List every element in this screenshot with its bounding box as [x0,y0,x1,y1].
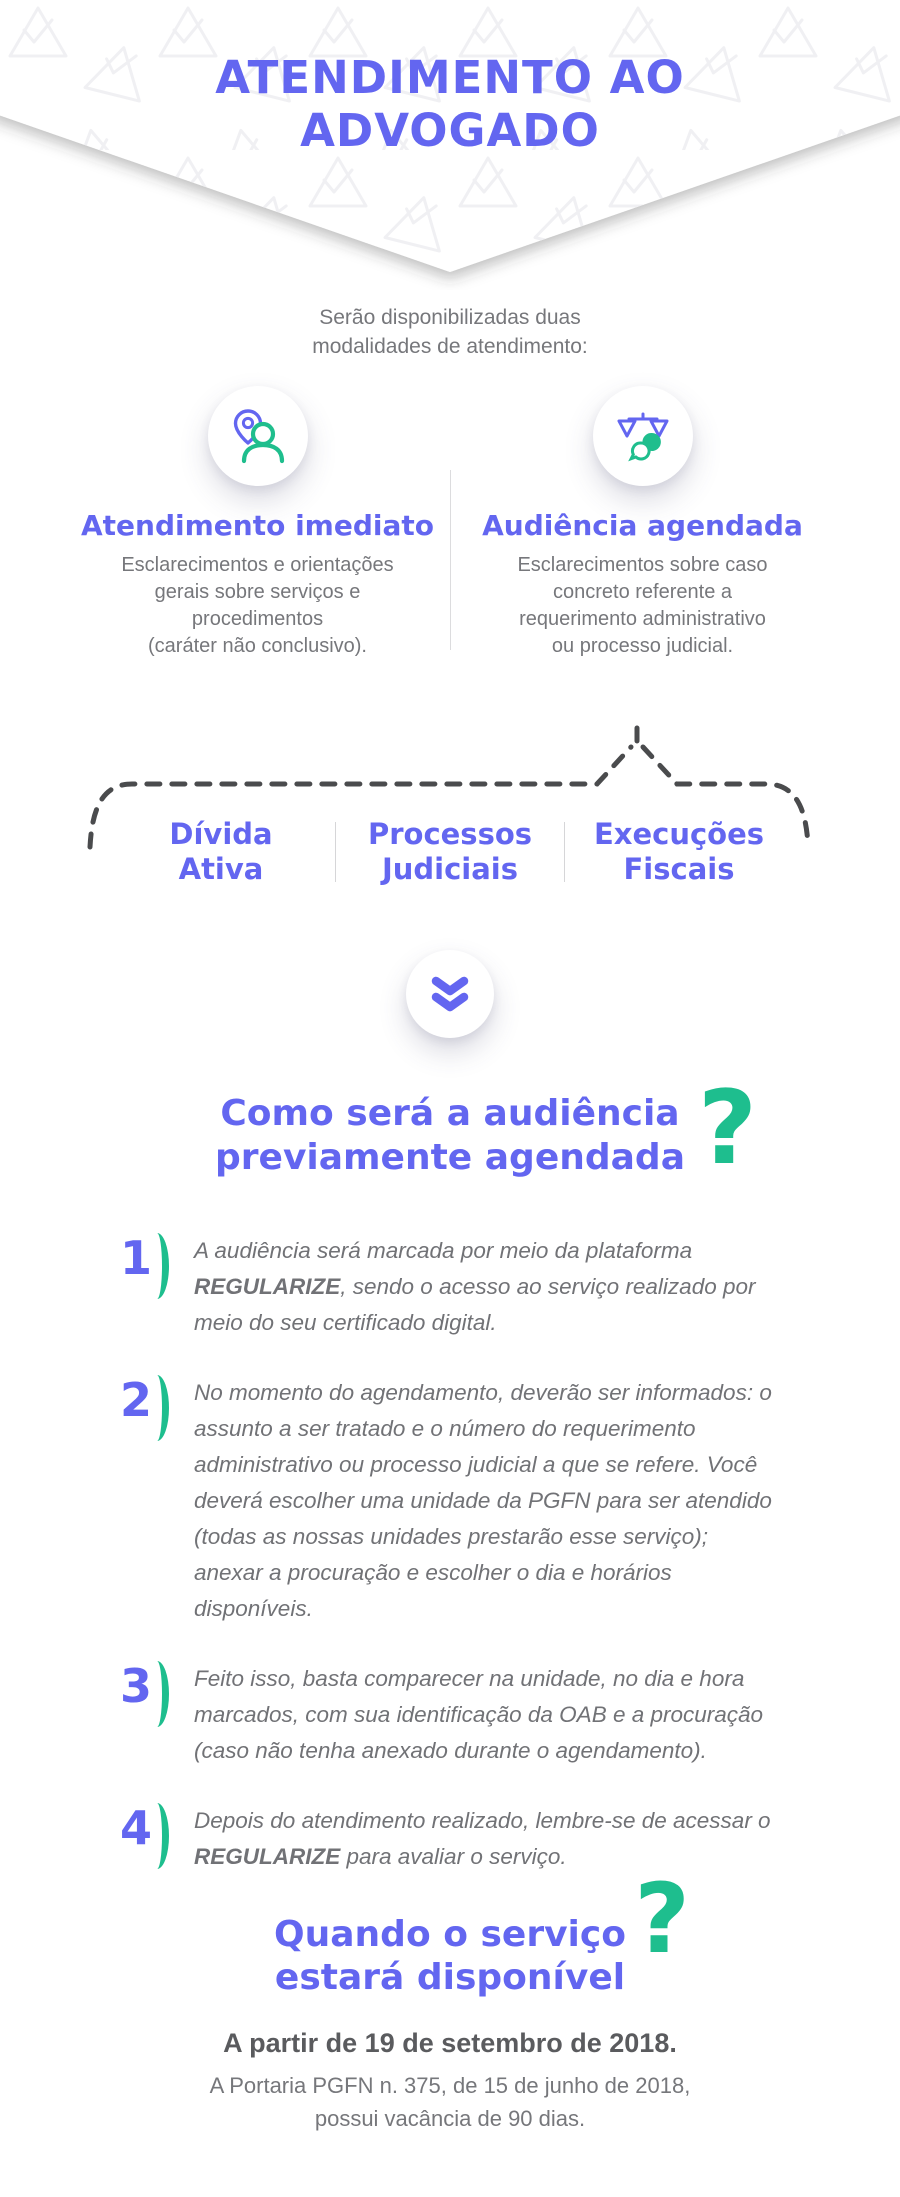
topic-divider [564,821,565,882]
topic-processos-judiciais: Processos Judiciais [336,817,564,885]
availability-date: A partir de 19 de setembro de 2018. [223,2028,677,2059]
step-text-part: , sendo o acesso ao serviço realizado po… [194,1273,756,1335]
step-text-part: Depois do atendimento realizado, lembre-… [194,1807,771,1833]
steps-list: 1 A audiência será marcada por meio da p… [118,1232,782,1875]
topic-line: Processos [367,817,533,852]
how-heading: Como será a audiência previamente agenda… [215,1092,685,1178]
immediate-description: Esclarecimentos e orientações gerais sob… [65,552,450,659]
step-3-number-badge: 3 [118,1660,176,1769]
envelope-flap-background [0,0,900,272]
topics-row: Dívida Ativa Processos Judiciais Execuçõ… [107,817,793,885]
immediate-desc-line: (caráter não conclusivo). [148,634,367,657]
immediate-title: Atendimento imediato [80,508,434,542]
scheduled-description: Esclarecimentos sobre caso concreto refe… [450,552,835,659]
step-2-number-badge: 2 [118,1374,176,1627]
page-title: ATENDIMENTO AO ADVOGADO [0,51,900,157]
how-heading-line2: previamente agendada [215,1136,685,1178]
step-4-text: Depois do atendimento realizado, lembre-… [194,1803,782,1875]
step-4-number-badge: 4 [118,1802,176,1875]
step-3-text: Feito isso, basta comparecer na unidade,… [194,1661,782,1769]
green-paren-icon [145,1232,169,1299]
intro-line1: Serão disponibilizadas duas [319,306,581,329]
topic-execucoes-fiscais: Execuções Fiscais [565,817,793,885]
green-paren-icon [145,1660,169,1727]
immediate-desc-line: procedimentos [191,607,324,630]
when-heading: Quando o serviço estará disponível [274,1913,626,1999]
step-text-part: Feito isso, basta comparecer na unidade,… [194,1665,764,1763]
scheduled-desc-line: concreto referente a [553,580,732,603]
step-1-text: A audiência será marcada por meio da pla… [194,1233,782,1341]
step-2-text: No momento do agendamento, deverão ser i… [194,1375,782,1627]
step-text-part: para avaliar o serviço. [340,1843,567,1869]
how-section: Como será a audiência previamente agenda… [0,1078,900,1180]
green-paren-icon [145,1802,169,1869]
ordinance-note-line2: possui vacância de 90 dias. [314,2106,586,2132]
when-heading-line1: Quando o serviço [274,1913,626,1955]
intro-text: Serão disponibilizadas duas modalidades … [0,304,900,362]
modalities-section: Atendimento imediato Esclarecimentos e o… [0,385,900,659]
green-paren-icon [145,1374,169,1441]
step-1: 1 A audiência será marcada por meio da p… [118,1232,782,1341]
dashed-brace [87,718,811,850]
pin-person-icon [233,409,284,464]
step-text-part: A audiência será marcada por meio da pla… [194,1237,693,1263]
modality-scheduled: Audiência agendada Esclarecimentos sobre… [450,385,835,659]
scheduled-desc-line: ou processo judicial. [551,634,734,657]
step-4: 4 Depois do atendimento realizado, lembr… [118,1802,782,1875]
immediate-icon-circle [207,385,308,486]
step-text-part: No momento do agendamento, deverão ser i… [194,1379,772,1621]
page-title-line1: ATENDIMENTO AO [215,51,685,104]
scheduled-icon-circle [592,385,693,486]
column-divider [450,469,451,650]
scroll-divider-circle [406,950,494,1039]
modality-immediate: Atendimento imediato Esclarecimentos e o… [65,385,450,659]
step-2: 2 No momento do agendamento, deverão ser… [118,1374,782,1627]
ordinance-note: A Portaria PGFN n. 375, de 15 de junho d… [0,2069,900,2135]
ordinance-note-line1: A Portaria PGFN n. 375, de 15 de junho d… [209,2073,691,2099]
hero-header: ATENDIMENTO AO ADVOGADO [0,0,900,290]
scheduled-desc-line: Esclarecimentos sobre caso [517,554,768,577]
double-chevron-down-icon [431,977,469,1012]
topic-line: Ativa [178,851,264,886]
immediate-desc-line: Esclarecimentos e orientações [121,554,394,577]
topic-line: Dívida [169,817,273,852]
scheduled-desc-line: requerimento administrativo [519,607,766,630]
step-3: 3 Feito isso, basta comparecer na unidad… [118,1660,782,1769]
page-title-line2: ADVOGADO [300,103,600,157]
topic-divider [335,821,336,882]
topic-line: Execuções [593,817,765,852]
step-text-bold: REGULARIZE [194,1843,341,1869]
topic-line: Judiciais [381,851,519,886]
when-section: Quando o serviço estará disponível ? A p… [0,1871,900,2136]
scheduled-title: Audiência agendada [482,508,803,542]
step-1-number-badge: 1 [118,1232,176,1341]
intro-line2: modalidades de atendimento: [312,334,588,358]
question-mark-icon: ? [697,1069,757,1189]
when-heading-line2: estará disponível [274,1956,626,1998]
scales-chat-icon [617,412,668,462]
step-text-bold: REGULARIZE [194,1273,341,1299]
topic-line: Fiscais [623,851,735,886]
question-mark-icon: ? [634,1862,690,1975]
how-heading-line1: Como será a audiência [220,1093,680,1135]
topics-section: Dívida Ativa Processos Judiciais Execuçõ… [0,699,900,934]
topic-divida-ativa: Dívida Ativa [107,817,335,885]
immediate-desc-line: gerais sobre serviços e [154,580,361,603]
